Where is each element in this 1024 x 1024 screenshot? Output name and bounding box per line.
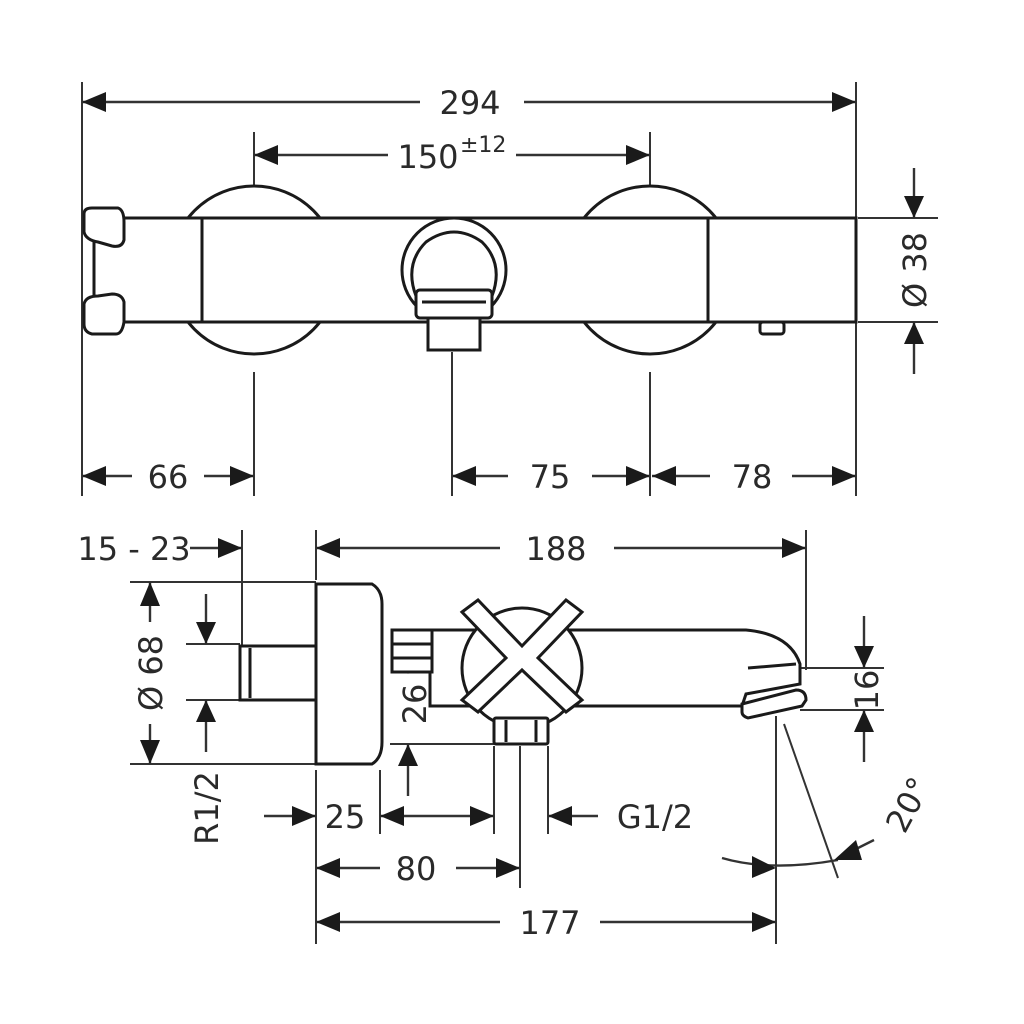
dim-spout-outlet-diameter: 16 <box>848 670 886 711</box>
top-view: 294 150 ±12 Ø 38 66 75 78 <box>81 82 938 496</box>
spout-outlet <box>414 288 494 320</box>
cross-handle <box>459 598 585 714</box>
spout-body <box>410 230 498 298</box>
dim-rosette-diameter: Ø 68 <box>132 635 170 711</box>
dim-spout-reach: 177 <box>519 904 580 942</box>
dim-inlet-thread: R1/2 <box>188 771 226 845</box>
dim-handle-spacing: 150 <box>397 138 458 176</box>
dim-total-depth: 188 <box>525 530 586 568</box>
side-view: 15 - 23 188 Ø 68 R1/2 25 G1/2 <box>77 530 938 944</box>
dim-outlet-thread: G1/2 <box>617 798 693 836</box>
dim-rosette-depth: 25 <box>325 798 366 836</box>
dim-outlet-distance: 80 <box>396 850 437 888</box>
dim-spout-angle: 20° <box>878 771 938 839</box>
dim-wall-distance: 15 - 23 <box>77 530 190 568</box>
dim-handle-spacing-tolerance: ±12 <box>460 133 506 158</box>
dim-spout-height: 26 <box>396 684 434 725</box>
body-nub <box>758 320 786 336</box>
dim-body-diameter: Ø 38 <box>896 232 934 308</box>
end-cap-clip-top <box>82 206 126 248</box>
dim-right-offset: 78 <box>732 458 773 496</box>
end-cap-clip-bottom <box>82 292 126 336</box>
outlet-fitting <box>492 716 550 746</box>
spout-aerator <box>740 688 808 720</box>
dim-overall-width: 294 <box>439 84 500 122</box>
wall-rosette <box>314 582 384 766</box>
dim-left-offset: 66 <box>148 458 189 496</box>
dim-spout-offset: 75 <box>530 458 571 496</box>
spout-nozzle <box>426 316 482 352</box>
